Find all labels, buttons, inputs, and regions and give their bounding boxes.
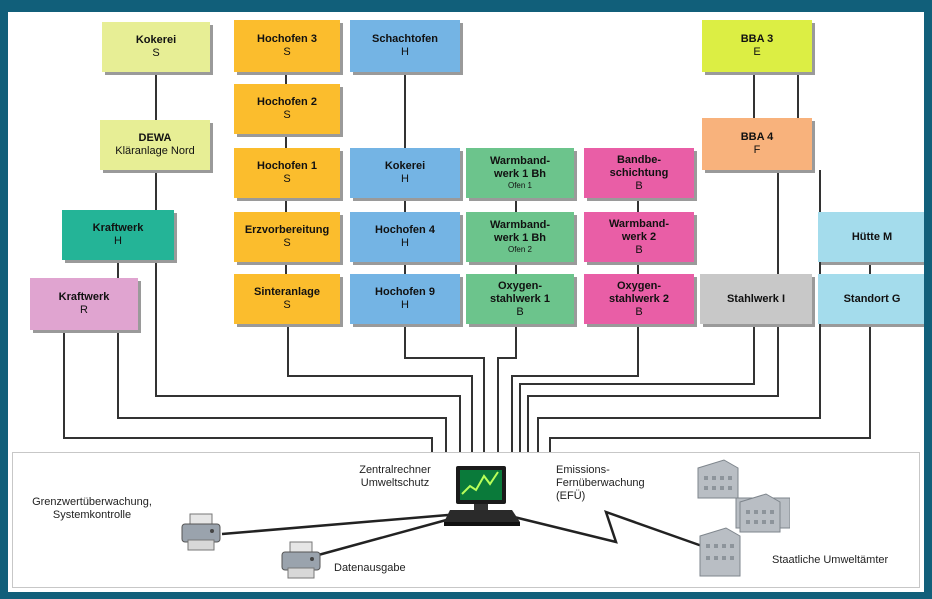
node-hochofen-2: Hochofen 2 S <box>234 84 340 134</box>
node-warmband-2-class: B <box>635 243 643 256</box>
node-warmband-1-ofen1: Warmband- werk 1 Bh Ofen 1 <box>466 148 574 198</box>
node-standort-g-name: Standort G <box>843 292 901 305</box>
node-schachtofen-class: H <box>401 46 409 58</box>
node-kokerei-h-class: H <box>401 173 409 185</box>
node-hochofen-4-class: H <box>401 237 409 249</box>
node-warmband-2: Warmband- werk 2 B <box>584 212 694 262</box>
panel-connection-lines <box>221 509 703 562</box>
node-stahlwerk-i: Stahlwerk I <box>700 274 812 324</box>
node-bba-3: BBA 3 E <box>702 20 812 72</box>
node-schachtofen: Schachtofen H <box>350 20 460 72</box>
node-hochofen-4: Hochofen 4 H <box>350 212 460 262</box>
node-bba-4-name: BBA 4 <box>740 131 774 143</box>
node-bba-4-class: F <box>753 144 761 156</box>
node-hochofen-3-name: Hochofen 3 <box>257 33 317 45</box>
node-bandbeschichtung: Bandbe- schichtung B <box>584 148 694 198</box>
node-hochofen-3-class: S <box>283 46 291 58</box>
node-bba-3-class: E <box>753 46 761 58</box>
node-kraftwerk-h-class: H <box>114 235 122 247</box>
node-hochofen-9-class: H <box>401 299 409 311</box>
node-oxygen-2-name: Oxygen- stahlwerk 2 <box>609 279 669 305</box>
node-kraftwerk-r-name: Kraftwerk <box>58 291 110 303</box>
node-erzvorbereitung: Erzvorbereitung S <box>234 212 340 262</box>
node-hochofen-1-class: S <box>283 173 291 185</box>
datenausgabe-label: Datenausgabe <box>334 562 406 574</box>
node-huette-m: Hütte M <box>818 212 924 262</box>
node-erzvorbereitung-name: Erzvorbereitung <box>244 224 330 236</box>
node-kraftwerk-r: Kraftwerk R <box>30 278 138 330</box>
node-warmband-1-ofen1-note: Ofen 1 <box>507 181 532 190</box>
node-erzvorbereitung-class: S <box>283 237 291 249</box>
grenzwert-label: Grenzwertüberwachung, Systemkontrolle <box>32 496 152 521</box>
emission-label: Emissions- Fernüberwachung (EFÜ) <box>556 464 645 502</box>
printer-icon <box>280 540 322 580</box>
node-oxygen-1-name: Oxygen- stahlwerk 1 <box>490 279 550 305</box>
node-hochofen-2-class: S <box>283 109 291 121</box>
node-dewa: DEWA Kläranlage Nord <box>100 120 210 170</box>
zentralrechner-label: Zentralrechner Umweltschutz <box>359 464 431 489</box>
diagram-canvas: Kokerei S DEWA Kläranlage Nord Kraftwerk… <box>8 12 924 592</box>
node-bba-4: BBA 4 F <box>702 118 812 170</box>
node-bandbeschichtung-name: Bandbe- schichtung <box>609 153 669 179</box>
node-kokerei-h-name: Kokerei <box>384 160 426 172</box>
node-hochofen-4-name: Hochofen 4 <box>375 224 435 236</box>
node-sinteranlage-class: S <box>283 299 291 311</box>
building-icon <box>694 458 791 582</box>
node-oxygen-1-class: B <box>516 305 524 318</box>
umwelt-label: Staatliche Umweltämter <box>772 554 889 566</box>
printer-icon <box>180 512 222 552</box>
node-standort-g: Standort G <box>818 274 924 324</box>
node-bba-3-name: BBA 3 <box>740 33 774 45</box>
node-dewa-name: DEWA <box>138 132 172 144</box>
node-kraftwerk-r-class: R <box>80 304 88 316</box>
computer-icon <box>444 464 520 530</box>
node-kokerei-s: Kokerei S <box>102 22 210 72</box>
node-hochofen-3: Hochofen 3 S <box>234 20 340 72</box>
node-hochofen-9-name: Hochofen 9 <box>375 286 435 298</box>
node-dewa-subname: Kläranlage Nord <box>115 145 195 157</box>
node-kraftwerk-h: Kraftwerk H <box>62 210 174 260</box>
node-oxygen-2: Oxygen- stahlwerk 2 B <box>584 274 694 324</box>
node-sinteranlage-name: Sinteranlage <box>253 286 321 298</box>
node-kokerei-s-name: Kokerei <box>135 34 177 46</box>
node-kokerei-h: Kokerei H <box>350 148 460 198</box>
node-hochofen-2-name: Hochofen 2 <box>257 96 317 108</box>
node-warmband-1-ofen2: Warmband- werk 1 Bh Ofen 2 <box>466 212 574 262</box>
node-stahlwerk-i-name: Stahlwerk I <box>726 292 786 305</box>
node-warmband-1-ofen2-note: Ofen 2 <box>507 245 532 254</box>
node-oxygen-2-class: B <box>635 305 643 318</box>
node-warmband-1-ofen1-name: Warmband- werk 1 Bh <box>489 155 551 180</box>
node-oxygen-1: Oxygen- stahlwerk 1 B <box>466 274 574 324</box>
node-warmband-1-ofen2-name: Warmband- werk 1 Bh <box>489 219 551 244</box>
node-hochofen-1: Hochofen 1 S <box>234 148 340 198</box>
node-bandbeschichtung-class: B <box>635 179 643 192</box>
node-hochofen-1-name: Hochofen 1 <box>257 160 317 172</box>
node-kraftwerk-h-name: Kraftwerk <box>92 222 144 234</box>
node-hochofen-9: Hochofen 9 H <box>350 274 460 324</box>
node-kokerei-s-class: S <box>152 47 160 59</box>
node-sinteranlage: Sinteranlage S <box>234 274 340 324</box>
node-schachtofen-name: Schachtofen <box>371 33 438 45</box>
node-warmband-2-name: Warmband- werk 2 <box>608 217 670 243</box>
node-huette-m-name: Hütte M <box>851 230 893 243</box>
